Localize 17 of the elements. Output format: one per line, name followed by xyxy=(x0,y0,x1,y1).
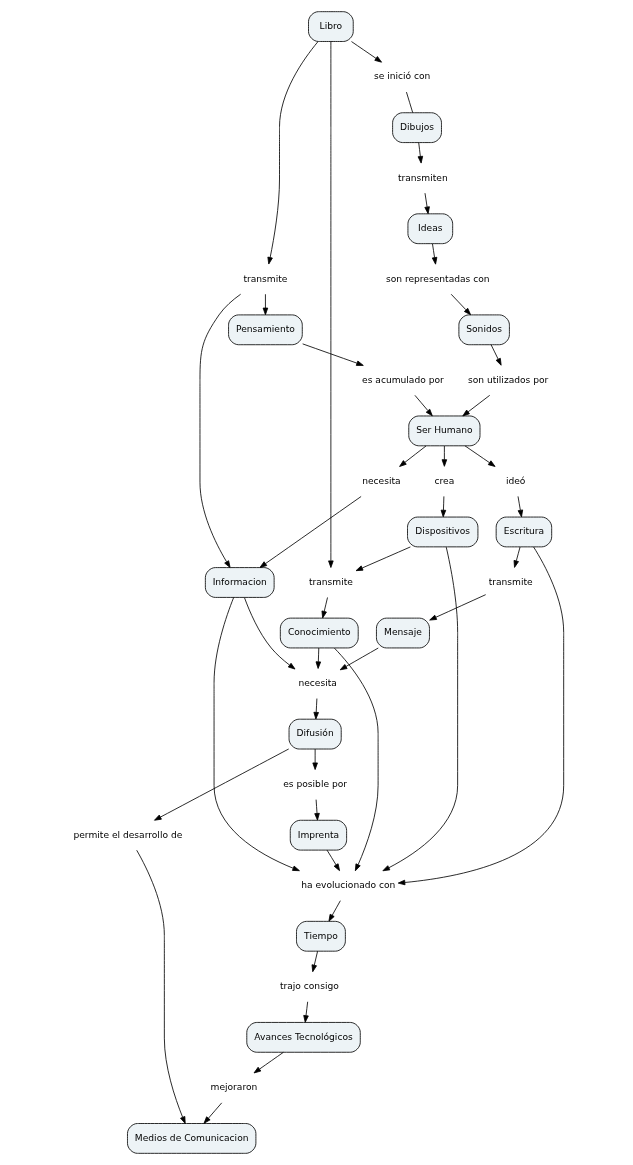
node-text: crea xyxy=(434,475,454,486)
node-text: transmite xyxy=(242,273,287,284)
node-text: mejoraron xyxy=(210,1082,257,1093)
node-text: se inició con xyxy=(373,71,430,82)
node-text: ideó xyxy=(505,475,525,486)
node-text: necesita xyxy=(297,677,337,688)
node-text: permite el desarrollo de xyxy=(72,829,182,840)
node-text: trajo consigo xyxy=(279,981,339,992)
node-text: son representadas con xyxy=(385,273,490,284)
node-text: transmiten xyxy=(397,172,448,183)
node-text: es acumulado por xyxy=(361,374,444,385)
node-text: necesita xyxy=(361,475,401,486)
node-text: son utilizados por xyxy=(467,374,548,385)
node-text: es posible por xyxy=(282,778,347,789)
node-text: transmite xyxy=(308,576,353,587)
node-text: transmite xyxy=(488,576,533,587)
node-text: ha evolucionado con xyxy=(300,880,395,891)
